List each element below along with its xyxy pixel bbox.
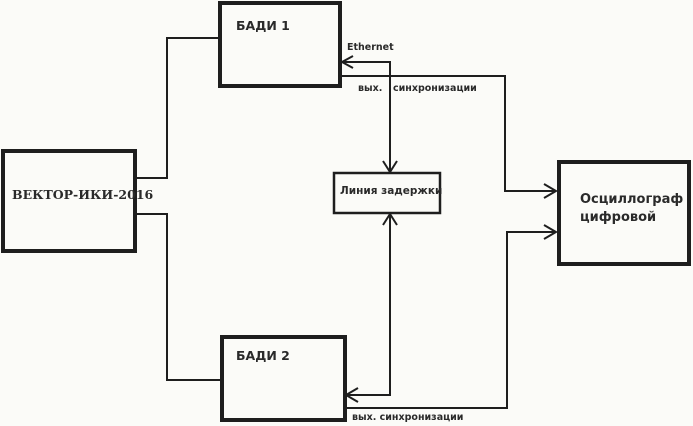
ethernet-connector-top	[341, 61, 391, 172]
vector-to-badi2-connector	[135, 213, 222, 381]
badi2-label: БАДИ 2	[236, 348, 290, 363]
arrowhead-osc-1	[543, 183, 558, 199]
badi2-box	[220, 335, 347, 422]
sync-out-label-2: вых. синхронизации	[352, 412, 464, 423]
vector-box	[1, 149, 137, 253]
vector-label: ВЕКТОР-ИКИ-2016	[12, 187, 154, 202]
arrowhead-osc-2	[543, 224, 558, 240]
sync-out-label-1a: вых.	[358, 83, 383, 94]
delay-line-box	[332, 171, 442, 215]
badi1-label: БАДИ 1	[236, 18, 290, 33]
sync-out-label-1b: синхронизации	[393, 83, 477, 94]
sync-connector-badi2	[346, 231, 556, 409]
oscilloscope-label-1: Осциллограф	[580, 192, 684, 207]
ethernet-label: Ethernet	[347, 42, 394, 53]
arrowhead-delay-top	[382, 160, 398, 174]
sync-connector-badi1	[341, 75, 556, 192]
arrowhead-delay-bottom	[382, 212, 398, 226]
oscilloscope-label-2: цифровой	[580, 210, 657, 225]
badi1-box	[218, 1, 342, 88]
oscilloscope-box	[557, 160, 691, 266]
arrowhead-badi1	[339, 55, 354, 69]
ethernet-connector-bottom	[346, 214, 391, 396]
arrowhead-badi2	[344, 387, 359, 403]
vector-to-badi1-connector	[135, 37, 220, 179]
delay-line-label: Линия задержки	[340, 185, 443, 197]
